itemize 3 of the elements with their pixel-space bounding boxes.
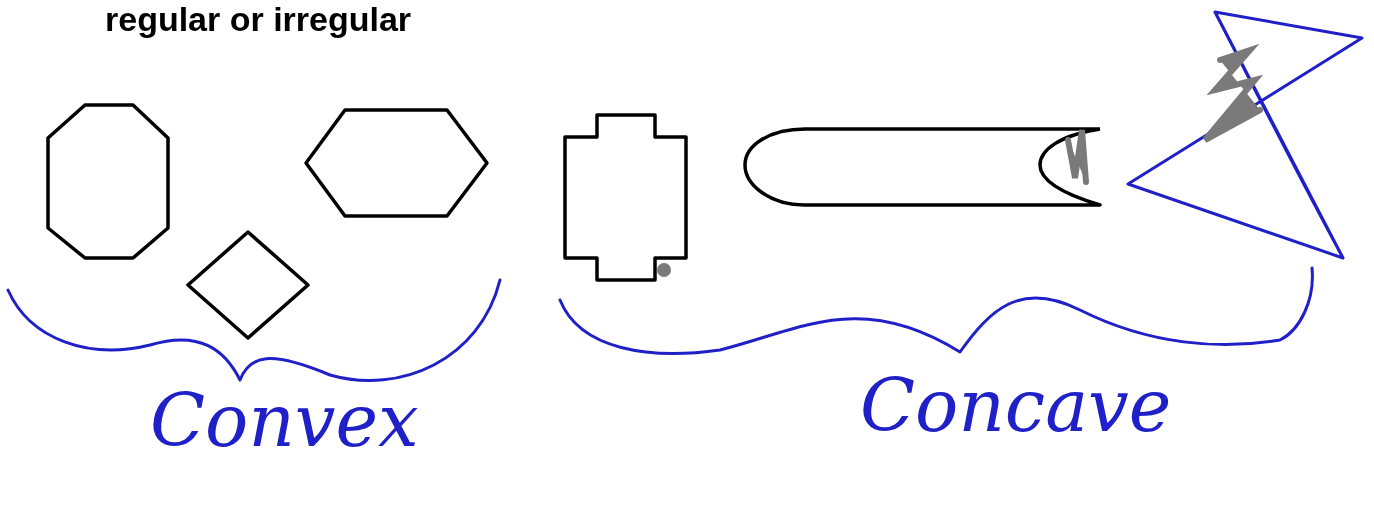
handwritten-label: Concave <box>860 370 1172 442</box>
handwritten-label: Convex <box>150 385 419 457</box>
title: regular or irregular <box>105 2 412 36</box>
